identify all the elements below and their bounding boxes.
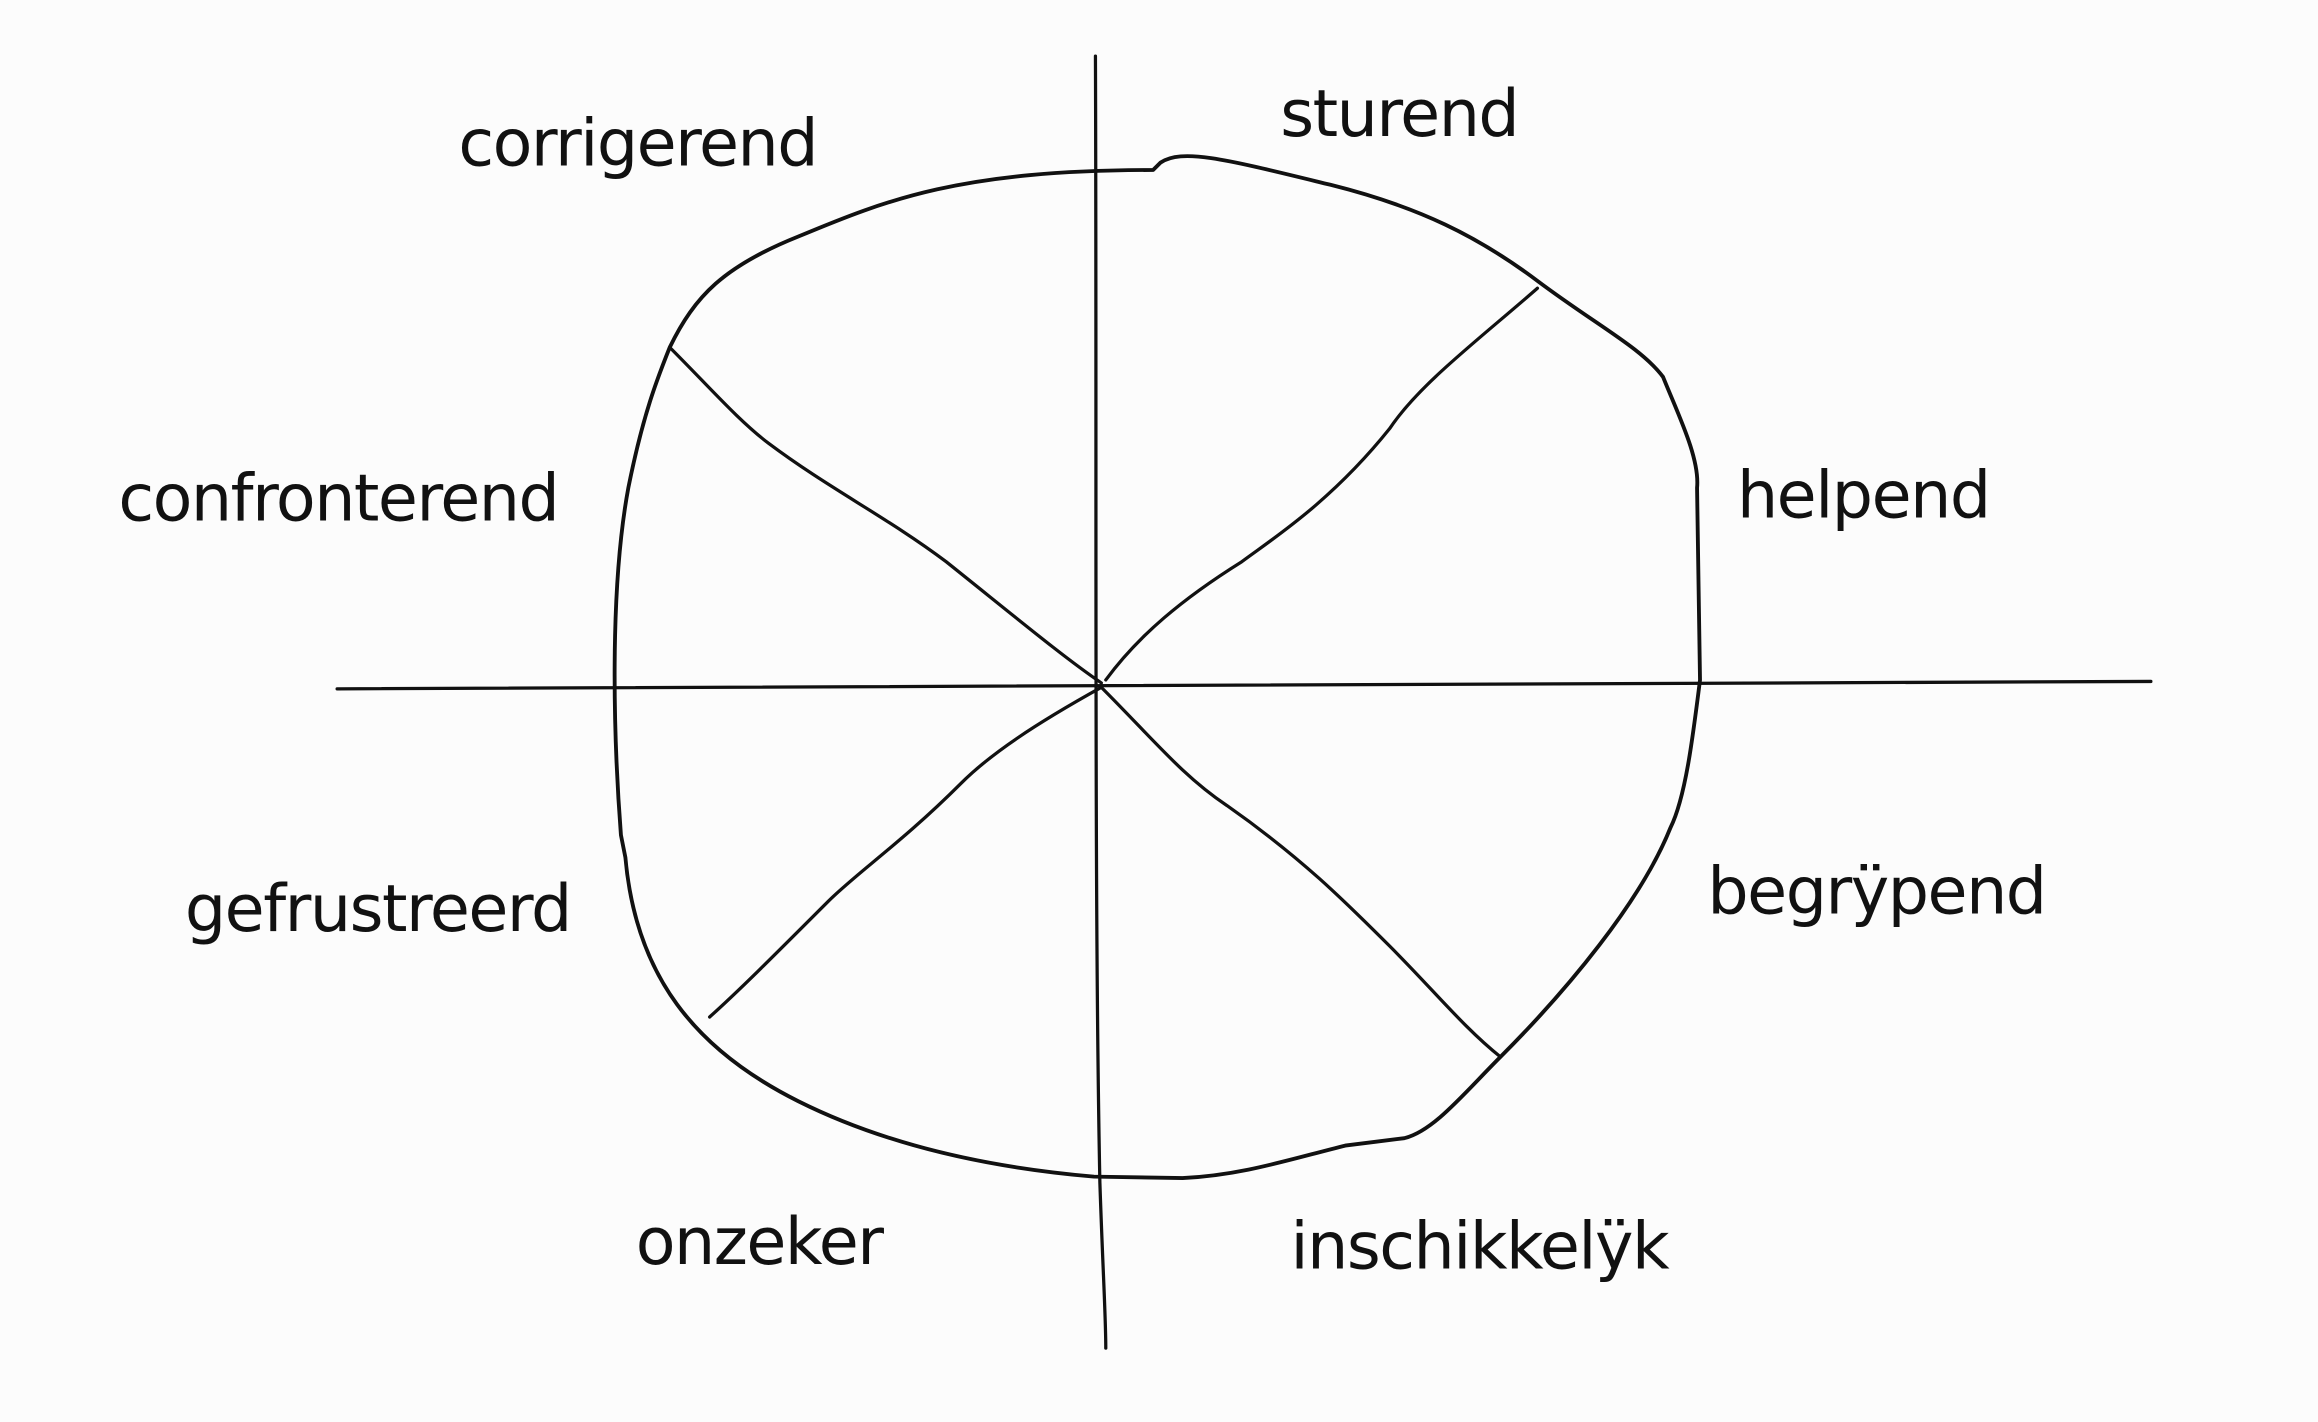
spoke-bottom-left xyxy=(708,685,1103,1019)
spoke-bottom-right xyxy=(1099,685,1503,1059)
label-gefrustreerd: gefrustreerd xyxy=(185,872,571,947)
spoke-top-left xyxy=(668,345,1103,685)
spoke-top-right xyxy=(1104,286,1540,682)
label-corrigerend: corrigerend xyxy=(458,107,817,182)
label-begrijpend: begrÿpend xyxy=(1707,855,2045,930)
label-confronterend: confronterend xyxy=(118,461,558,536)
wheel-outline xyxy=(612,154,1702,1181)
label-inschikkelijk: inschikkelÿk xyxy=(1291,1209,1670,1284)
horizontal-axis xyxy=(335,679,2153,691)
label-onzeker: onzeker xyxy=(636,1205,885,1280)
label-helpend: helpend xyxy=(1737,458,1990,533)
label-sturend: sturend xyxy=(1280,77,1518,152)
vertical-axis xyxy=(1093,54,1108,1350)
